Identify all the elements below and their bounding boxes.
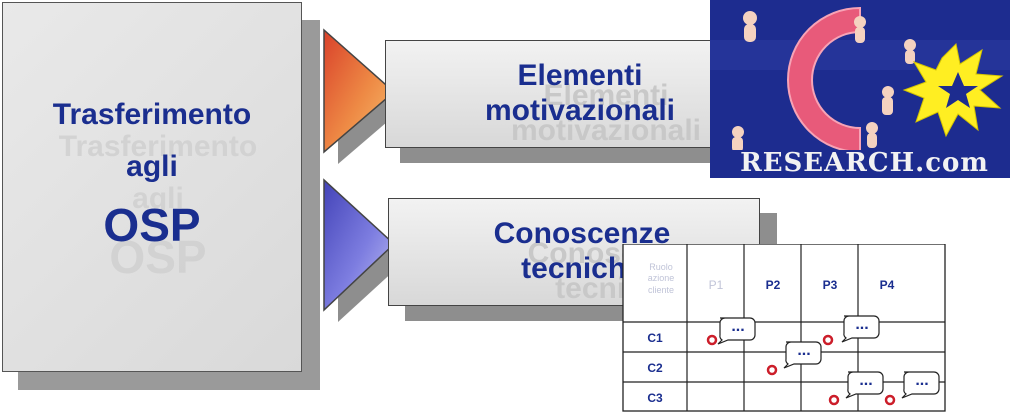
- callout-c1-p1: [717, 317, 756, 345]
- marker-c1-p1: [706, 334, 718, 346]
- matrix-markers: [706, 315, 940, 406]
- box-elementi: [385, 40, 757, 148]
- main-title: Trasferimento agli OSP: [2, 98, 302, 251]
- matrix-table: Ruolo azione cliente P1 P2 P3 P4 C1 C2 C…: [622, 244, 952, 412]
- box1-ghost-text: Elementi motivazionali: [420, 78, 792, 149]
- box1-ghost-line1: Elementi: [543, 79, 669, 112]
- main-title-line1: Trasferimento: [52, 98, 252, 131]
- corner-line2: azione: [647, 273, 675, 284]
- marker-c2-p2: [766, 364, 778, 376]
- box1-line2: motivazionali: [484, 94, 676, 128]
- col-header-p2: P2: [765, 278, 781, 292]
- callout-c1-p3: [841, 315, 880, 343]
- photo-caption: RESEARCH.com: [740, 148, 989, 178]
- col-header-p3: P3: [822, 278, 838, 292]
- callout-text-c1-p1: ...: [731, 318, 745, 335]
- callout-c2-p2: [783, 341, 822, 369]
- matrix-grid-lines: [622, 244, 946, 412]
- marker-c3-p4: [884, 394, 896, 406]
- col-header-p1: P1: [708, 278, 724, 292]
- main-ghost-line3: OSP: [109, 231, 207, 283]
- callout-text-c2-p2: ...: [797, 342, 811, 359]
- matrix-corner-label: Ruolo azione cliente: [636, 262, 686, 296]
- row-header-c2: C2: [647, 361, 663, 375]
- box1-line1: Elementi: [517, 59, 643, 92]
- callout-text-c1-p3: ...: [855, 316, 869, 333]
- research-illustration-icon: [710, 6, 1010, 178]
- marker-c1-p3: [822, 334, 834, 346]
- callout-c3-p3: [845, 371, 884, 399]
- row-header-c3: C3: [647, 391, 663, 405]
- corner-line1: Ruolo: [649, 262, 673, 272]
- box1-ghost-line2: motivazionali: [510, 114, 702, 148]
- marker-c3-p3: [828, 394, 840, 406]
- corner-line3: cliente: [647, 284, 674, 295]
- callout-text-c3-p4: ...: [915, 372, 929, 389]
- box1-text: Elementi motivazionali: [394, 58, 766, 129]
- main-title-line2: agli: [126, 150, 178, 183]
- row-header-c1: C1: [647, 331, 663, 345]
- main-box: [2, 2, 302, 372]
- main-title-line3: OSP: [103, 199, 201, 251]
- main-ghost-line2: agli: [132, 182, 184, 215]
- arrow-orange-icon: [323, 28, 408, 164]
- arrow-violet-icon: [323, 178, 408, 322]
- main-ghost-line1: Trasferimento: [58, 130, 258, 163]
- callout-text-c3-p3: ...: [859, 372, 873, 389]
- main-ghost-text: Trasferimento agli OSP: [8, 130, 308, 283]
- col-header-p4: P4: [879, 278, 895, 292]
- callout-c3-p4: [901, 371, 940, 399]
- research-photo: RESEARCH.com: [710, 0, 1010, 178]
